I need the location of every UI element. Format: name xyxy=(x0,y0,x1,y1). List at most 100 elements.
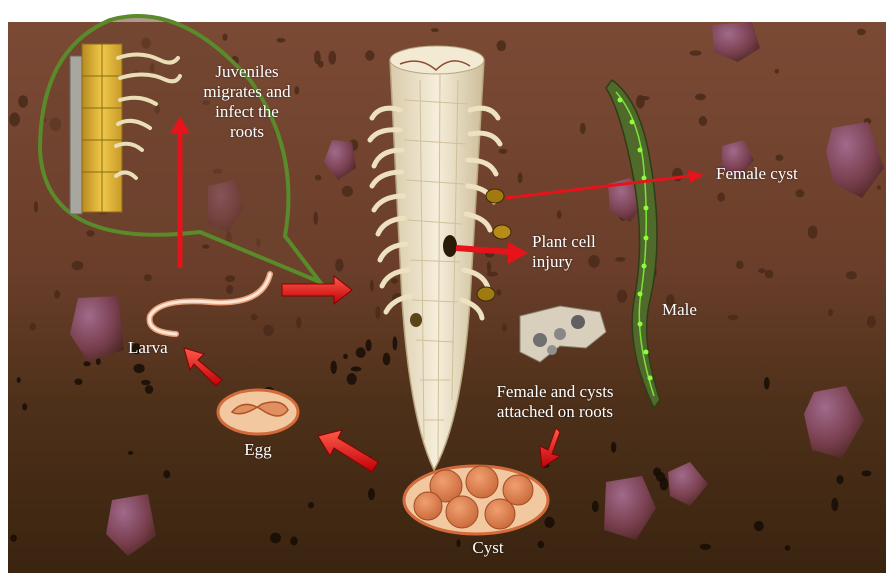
soil-particle xyxy=(270,533,281,544)
soil-particle xyxy=(331,361,337,374)
soil-particle xyxy=(308,502,314,508)
soil-particle xyxy=(695,94,706,101)
soil-particle xyxy=(754,521,764,531)
soil-particle xyxy=(699,116,708,126)
male-spot xyxy=(638,292,643,297)
soil-particle xyxy=(502,324,507,332)
soil-particle xyxy=(775,69,780,74)
male-spot xyxy=(638,148,643,153)
label-male: Male xyxy=(662,300,722,320)
soil-particle xyxy=(391,278,398,283)
egg-icon xyxy=(218,390,298,434)
soil-particle xyxy=(857,29,866,35)
soil-particle xyxy=(83,361,90,366)
male-spot xyxy=(638,322,643,327)
soil-particle xyxy=(728,315,739,320)
soil-particle xyxy=(9,112,20,126)
soil-particle xyxy=(765,270,774,279)
soil-particle xyxy=(867,316,876,328)
soil-particle xyxy=(497,40,507,51)
soil-particle xyxy=(22,403,27,410)
soil-particle xyxy=(368,488,375,500)
soil-particle xyxy=(163,470,170,478)
soil-particle xyxy=(611,442,617,453)
soil-particle xyxy=(223,34,228,41)
soil-particle xyxy=(736,261,744,269)
soil-particle xyxy=(877,185,881,189)
soil-particle xyxy=(764,377,770,389)
label-plant-cell-injury: Plant cell injury xyxy=(532,232,622,272)
soil-particle xyxy=(276,38,285,43)
soil-particle xyxy=(347,373,357,385)
soil-particle xyxy=(225,275,235,282)
soil-particle xyxy=(383,353,391,366)
soil-particle xyxy=(776,155,784,161)
soil-particle xyxy=(30,323,37,331)
soil-particle xyxy=(342,186,353,197)
soil-particle xyxy=(145,385,153,394)
soil-particle xyxy=(296,317,301,329)
soil-particle xyxy=(592,501,599,512)
male-spot xyxy=(642,264,647,269)
cyst-icon xyxy=(404,466,548,534)
soil-particle xyxy=(393,336,398,350)
soil-particle xyxy=(17,377,21,383)
soil-particle xyxy=(831,498,838,511)
soil-particle xyxy=(370,280,374,292)
soil-particle xyxy=(557,210,562,218)
label-juveniles: Juveniles migrates and infect the roots xyxy=(192,62,302,142)
label-cyst: Cyst xyxy=(458,538,518,558)
soil-particle xyxy=(862,470,872,476)
soil-particle xyxy=(496,289,501,295)
soil-particle xyxy=(544,517,554,528)
soil-particle xyxy=(431,28,439,32)
soil-particle xyxy=(335,259,343,272)
soil-particle xyxy=(836,475,843,484)
soil-particle xyxy=(375,306,380,319)
soil-particle xyxy=(808,226,818,239)
soil-particle xyxy=(636,95,645,109)
soil-particle xyxy=(796,189,805,197)
soil-particle xyxy=(290,537,298,546)
soil-particle xyxy=(846,271,857,279)
soil-particle xyxy=(538,541,545,548)
soil-particle xyxy=(263,325,273,337)
soil-particle xyxy=(700,544,711,550)
soil-particle xyxy=(34,201,38,212)
male-spot xyxy=(644,206,649,211)
soil-particle xyxy=(343,354,348,359)
male-spot xyxy=(642,176,647,181)
male-spot xyxy=(618,98,623,103)
label-female-and-cysts: Female and cysts attached on roots xyxy=(480,382,630,422)
soil-particle xyxy=(314,212,319,225)
soil-particle xyxy=(365,50,374,60)
soil-particle xyxy=(785,545,791,551)
soil-particle xyxy=(18,95,28,108)
label-larva: Larva xyxy=(128,338,188,358)
soil-particle xyxy=(617,290,627,303)
soil-particle xyxy=(144,274,152,281)
soil-particle xyxy=(499,149,508,154)
label-female-cyst: Female cyst xyxy=(716,164,836,184)
soil-particle xyxy=(226,285,233,294)
soil-particle xyxy=(54,290,60,299)
male-spot xyxy=(644,350,649,355)
soil-particle xyxy=(351,367,362,372)
soil-particle xyxy=(356,347,366,358)
soil-particle xyxy=(86,230,94,236)
soil-particle xyxy=(328,51,336,65)
male-spot xyxy=(630,120,635,125)
male-spot xyxy=(648,376,653,381)
soil-particle xyxy=(580,123,586,134)
soil-particle xyxy=(72,261,84,271)
soil-particle xyxy=(315,175,322,181)
soil-particle xyxy=(690,51,702,56)
soil-particle xyxy=(251,314,258,320)
soil-particle xyxy=(314,50,321,64)
soil-particle xyxy=(717,193,725,202)
soil-particle xyxy=(202,244,209,248)
soil-particle xyxy=(134,364,145,373)
soil-particle xyxy=(656,472,665,482)
